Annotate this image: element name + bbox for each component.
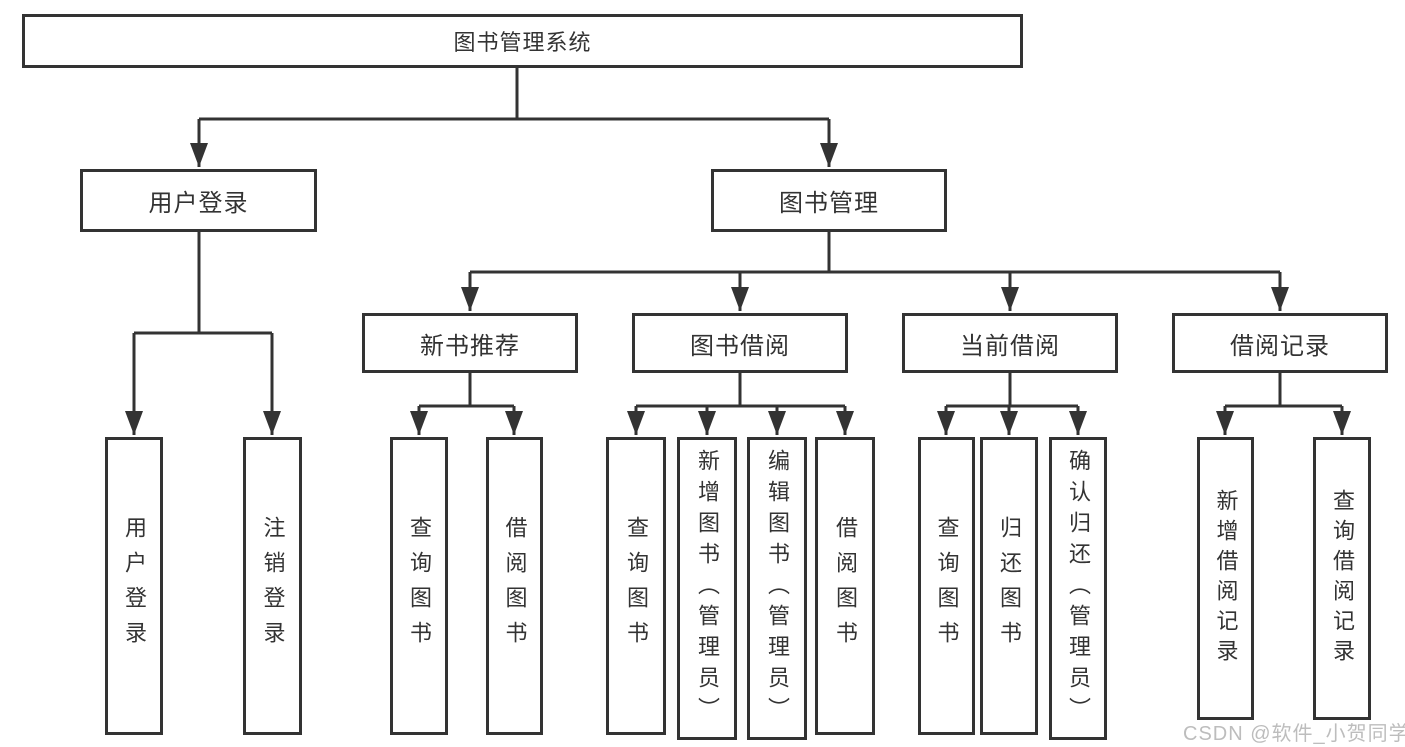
leaf-logout: 注销登录	[243, 437, 302, 735]
csdn-watermark: CSDN @软件_小贺同学	[1183, 723, 1405, 745]
leaf-bb-edit-book-admin: 编辑图书（管理员）	[747, 437, 807, 740]
leaf-br-add-record: 新增借阅记录	[1197, 437, 1254, 720]
leaf-cb-confirm-return-admin: 确认归还（管理员）	[1049, 437, 1107, 740]
node-user-login: 用户登录	[80, 169, 317, 232]
leaf-bb-query-book: 查询图书	[606, 437, 666, 735]
leaf-br-query-record: 查询借阅记录	[1313, 437, 1371, 720]
leaf-bb-borrow-book: 借阅图书	[815, 437, 875, 735]
node-borrowing-records: 借阅记录	[1172, 313, 1388, 373]
node-book-management: 图书管理	[711, 169, 947, 232]
leaf-rec-query-book: 查询图书	[390, 437, 448, 735]
node-book-borrowing: 图书借阅	[632, 313, 848, 373]
leaf-user-login: 用户登录	[105, 437, 163, 735]
leaf-rec-borrow-book: 借阅图书	[486, 437, 543, 735]
node-current-borrowing: 当前借阅	[902, 313, 1118, 373]
leaf-bb-add-book-admin: 新增图书（管理员）	[677, 437, 737, 740]
node-new-book-recommendation: 新书推荐	[362, 313, 578, 373]
leaf-cb-query-book: 查询图书	[918, 437, 975, 735]
leaf-cb-return-book: 归还图书	[980, 437, 1038, 735]
node-library-management-system: 图书管理系统	[22, 14, 1023, 68]
